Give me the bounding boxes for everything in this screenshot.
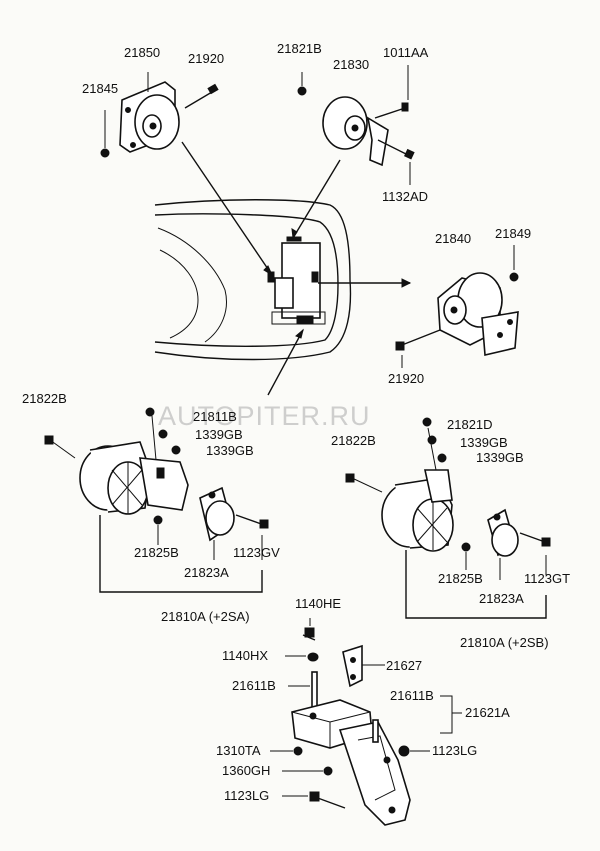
part-label-21825B-right: 21825B — [438, 571, 483, 586]
part-label-1339GB-d: 1339GB — [476, 450, 524, 465]
part-label-1123LG-right: 1123LG — [432, 743, 478, 758]
watermark: AUTOPITER.RU — [158, 401, 371, 431]
part-label-1123GV: 1123GV — [233, 545, 280, 560]
part-label-1310TA: 1310TA — [216, 743, 261, 758]
part-label-1140HX: 1140HX — [222, 648, 269, 663]
part-label-21810A-2SB: 21810A (+2SB) — [460, 635, 549, 650]
part-label-21821B-top: 21821B — [277, 41, 322, 56]
part-label-21920-top: 21920 — [188, 51, 225, 66]
part-label-21845: 21845 — [82, 81, 119, 96]
part-label-21850: 21850 — [124, 45, 161, 60]
part-label-21811B: 21811B — [193, 409, 237, 424]
part-label-1123LG-left: 1123LG — [224, 788, 270, 803]
part-label-21849: 21849 — [495, 226, 532, 241]
part-label-21840: 21840 — [435, 231, 472, 246]
leader-lines — [181, 141, 412, 396]
part-label-21920-right: 21920 — [388, 371, 425, 386]
part-label-21621A: 21621A — [465, 705, 510, 720]
part-label-1360GH: 1360GH — [222, 763, 271, 778]
part-label-1339GB-a: 1339GB — [195, 427, 243, 442]
part-label-21830: 21830 — [333, 57, 370, 72]
part-label-21821D: 21821D — [447, 417, 493, 432]
part-label-1132AD: 1132AD — [382, 189, 429, 204]
part-label-1123GT: 1123GT — [524, 571, 571, 586]
car-body-outline — [154, 199, 352, 361]
part-label-21823A-right: 21823A — [479, 591, 524, 606]
part-label-21823A-left: 21823A — [184, 565, 229, 580]
part-label-1140HE: 1140HE — [295, 596, 342, 611]
mount-21810A-2SB — [345, 417, 551, 619]
part-label-21611B-left: 21611B — [232, 678, 276, 693]
part-label-21825B-left: 21825B — [134, 545, 179, 560]
part-label-21611B-right: 21611B — [390, 688, 434, 703]
mount-21621A — [270, 618, 462, 826]
mount-21850 — [100, 72, 219, 158]
mount-21830 — [297, 65, 415, 185]
mount-21840 — [395, 245, 519, 368]
part-label-1011AA: 1011AA — [383, 45, 429, 60]
part-label-21627: 21627 — [386, 658, 423, 673]
part-label-1339GB-c: 1339GB — [460, 435, 508, 450]
part-label-21822B-left: 21822B — [22, 391, 67, 406]
part-label-1339GB-b: 1339GB — [206, 443, 254, 458]
part-label-21810A-2SA: 21810A (+2SA) — [161, 609, 250, 624]
part-label-21822B-right: 21822B — [331, 433, 376, 448]
mount-21810A-2SA — [44, 407, 269, 593]
